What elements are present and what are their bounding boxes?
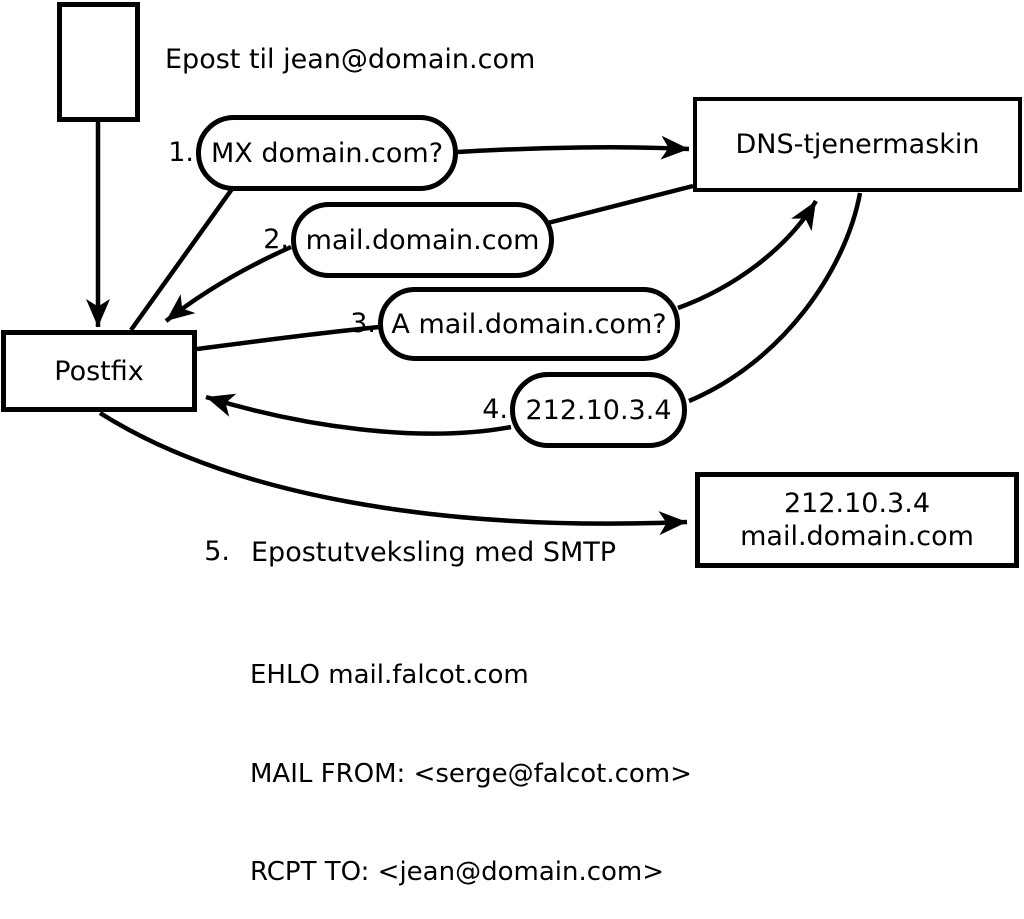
- bubble-a-reply-label: 212.10.3.4: [525, 394, 672, 426]
- bubble-a-reply: 212.10.3.4: [510, 372, 687, 448]
- mail-message-box: [57, 2, 140, 122]
- bubble-mx-query-label: MX domain.com?: [210, 137, 444, 169]
- line-dns-to-mx-reply: [531, 183, 694, 230]
- bubble-mx-reply-label: mail.domain.com: [305, 224, 540, 256]
- step-4-number: 4.: [482, 394, 508, 425]
- postfix-box: Postfix: [1, 330, 197, 412]
- step-5-number: 5.: [204, 536, 230, 567]
- diagram-title: Epost til jean@domain.com: [165, 44, 536, 75]
- dns-server-box: DNS-tjenermaskin: [693, 97, 1022, 192]
- step-2-number: 2.: [263, 224, 289, 255]
- step-3-number: 3.: [350, 308, 376, 339]
- postfix-label: Postfix: [54, 355, 144, 387]
- smtp-line: EHLO mail.falcot.com: [250, 660, 529, 691]
- arrow-a-query-to-dns: [677, 199, 818, 311]
- smtp-session-transcript: EHLO mail.falcot.com MAIL FROM: <serge@f…: [250, 594, 692, 919]
- arrow-postfix-to-mailserver-smtp: [98, 411, 688, 536]
- smtp-line: MAIL FROM: <serge@falcot.com>: [250, 758, 692, 789]
- arrow-mx-query-to-dns: [457, 135, 690, 160]
- mail-server-ip: 212.10.3.4: [784, 488, 930, 519]
- smtp-line: RCPT TO: <jean@domain.com>: [250, 856, 665, 887]
- arrow-a-reply-to-postfix: [205, 393, 512, 436]
- step-1-number: 1.: [168, 137, 194, 168]
- mail-server-hostname: mail.domain.com: [740, 521, 974, 552]
- bubble-a-query: A mail.domain.com?: [378, 287, 680, 361]
- arrow-mx-reply-to-postfix: [164, 244, 292, 323]
- bubble-mx-query: MX domain.com?: [196, 115, 458, 191]
- bubble-mx-reply: mail.domain.com: [291, 202, 554, 278]
- mail-server-box: 212.10.3.4 mail.domain.com: [695, 472, 1019, 568]
- line-postfix-to-a-query: [196, 324, 380, 352]
- step-5-label: Epostutveksling med SMTP: [251, 537, 617, 568]
- bubble-a-query-label: A mail.domain.com?: [391, 308, 667, 340]
- line-dns-to-a-reply: [688, 192, 863, 404]
- line-postfix-to-mx-query: [129, 187, 234, 332]
- dns-server-label: DNS-tjenermaskin: [735, 129, 980, 160]
